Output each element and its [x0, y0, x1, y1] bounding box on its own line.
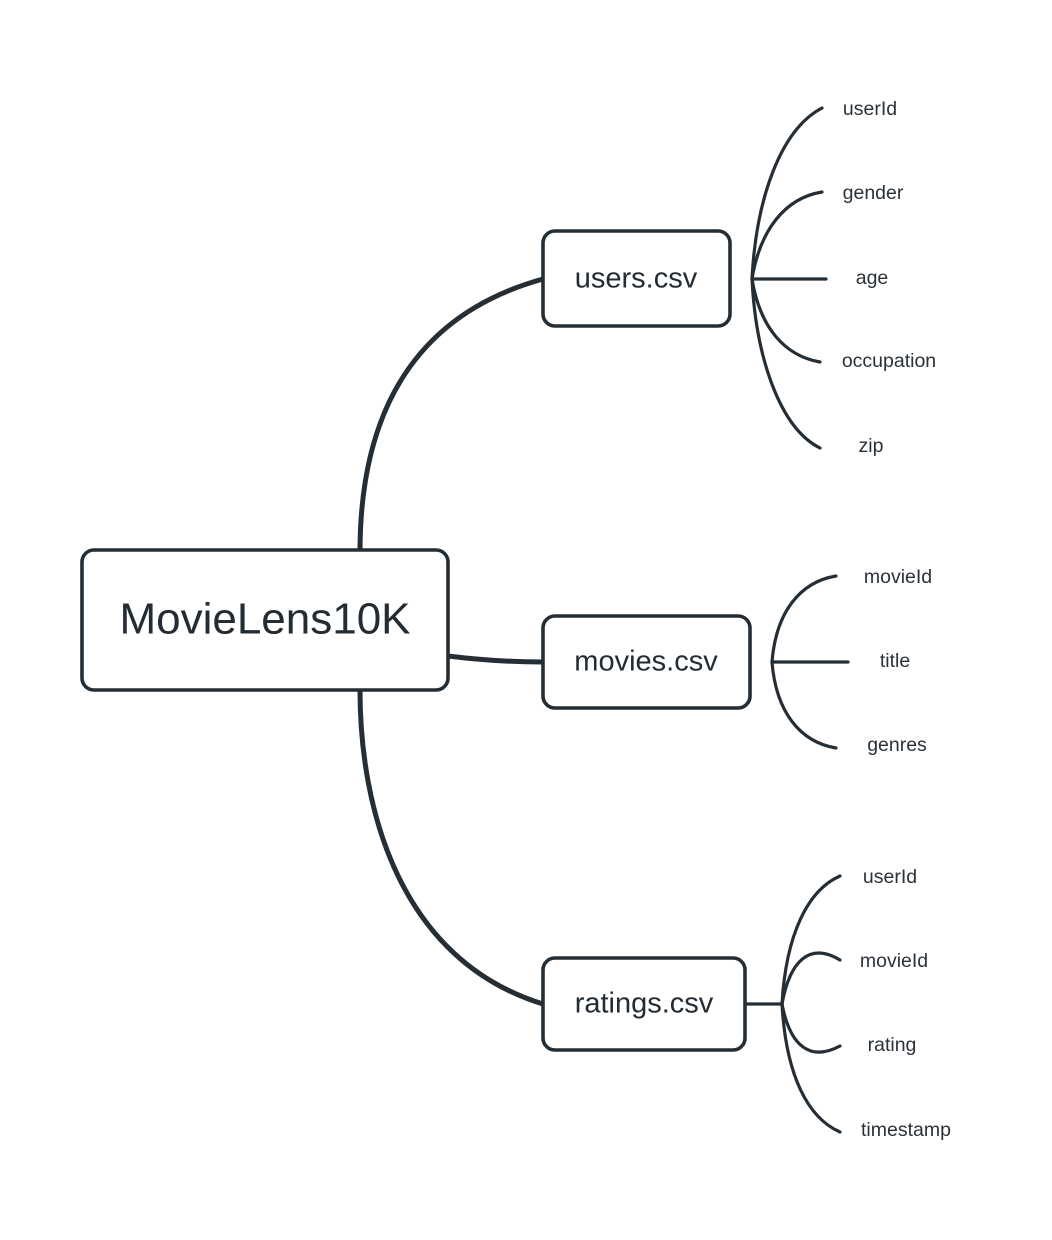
leaf-label-users-zip[interactable]: zip: [859, 435, 884, 457]
leaf-label-movies-title[interactable]: title: [880, 650, 910, 672]
node-branch-ratings-label: ratings.csv: [575, 988, 714, 1020]
leaf-label-users-gender[interactable]: gender: [843, 182, 904, 204]
movies-branch-edges: [770, 574, 850, 750]
edge-root-to-ratings: [357, 687, 546, 1007]
edge-ratings-to-timestamp: [780, 1002, 842, 1134]
node-branch-users-box[interactable]: [541, 229, 732, 328]
node-branch-movies-box[interactable]: [541, 614, 752, 710]
leaf-label-users-occupation[interactable]: occupation: [842, 350, 936, 372]
leaf-label-users-age[interactable]: age: [856, 267, 889, 289]
node-branch-users-label: users.csv: [575, 263, 698, 295]
leaf-label-ratings-rating[interactable]: rating: [868, 1034, 917, 1056]
leaf-labels-movies: movieId title genres: [864, 566, 932, 756]
edge-users-to-zip: [750, 277, 822, 450]
node-branch-ratings-box[interactable]: [541, 956, 747, 1052]
leaf-label-ratings-movieid[interactable]: movieId: [860, 950, 928, 972]
leaf-label-ratings-timestamp[interactable]: timestamp: [861, 1119, 951, 1141]
edge-root-to-movies: [445, 653, 546, 665]
leaf-label-users-userid[interactable]: userId: [843, 98, 897, 120]
edge-users-to-gender: [750, 190, 824, 281]
leaf-labels-ratings: userId movieId rating timestamp: [860, 866, 951, 1141]
leaf-label-movies-genres[interactable]: genres: [867, 734, 927, 756]
edge-users-to-occupation: [750, 277, 822, 364]
leaf-label-ratings-userid[interactable]: userId: [863, 866, 917, 888]
trunk-edges: [357, 276, 546, 1007]
node-branch-movies-label: movies.csv: [574, 646, 718, 678]
users-branch-edges: [750, 106, 828, 450]
leaf-labels-users: userId gender age occupation zip: [842, 98, 936, 457]
edge-movies-to-genres: [770, 660, 838, 750]
edge-users-to-userId: [750, 106, 824, 281]
node-branch-movies[interactable]: movies.csv: [541, 614, 752, 710]
edge-root-to-users: [357, 276, 546, 555]
node-branch-users[interactable]: users.csv: [541, 229, 732, 328]
edge-movies-to-movieId: [770, 574, 838, 664]
node-root[interactable]: MovieLens10K: [80, 548, 450, 692]
leaf-label-movies-movieid[interactable]: movieId: [864, 566, 932, 588]
ratings-branch-edges: [780, 874, 842, 1134]
edge-ratings-to-rating: [780, 1002, 842, 1054]
node-root-box[interactable]: [80, 548, 450, 692]
edge-ratings-to-userId: [780, 874, 842, 1006]
node-branch-ratings[interactable]: ratings.csv: [541, 956, 747, 1052]
node-root-label: MovieLens10K: [119, 595, 410, 644]
edge-ratings-to-movieId: [780, 951, 842, 1006]
